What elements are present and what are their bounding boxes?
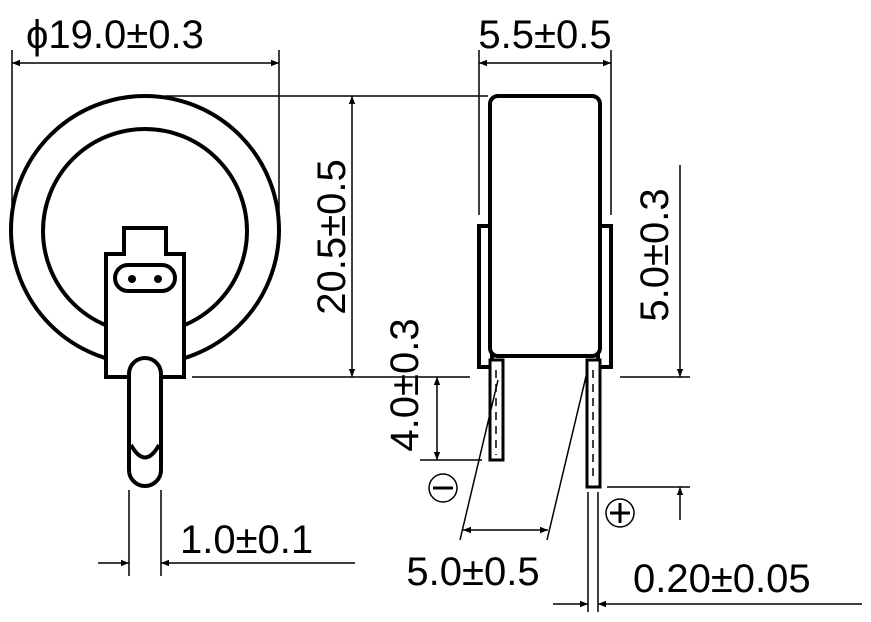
slot-dot: [128, 275, 136, 283]
front-view: ϕ19.0±0.3 20.5±0.5 1.0±0.1: [9, 13, 488, 576]
height-label: 20.5±0.5: [310, 159, 354, 314]
negative-lead: [488, 358, 505, 462]
thickness-label: 0.20±0.05: [633, 557, 811, 601]
extension-line: [459, 379, 499, 541]
pin-lead: [127, 356, 163, 488]
terminal-tab: [104, 226, 186, 379]
positive-symbol-icon: [605, 498, 635, 528]
slot-dot: [154, 275, 162, 283]
cell-body: [488, 94, 602, 358]
extension-line: [546, 367, 589, 541]
neg-lead-label: 4.0±0.3: [383, 318, 427, 451]
pin-width-label: 1.0±0.1: [180, 518, 313, 562]
tab-slot: [113, 263, 177, 293]
positive-lead: [585, 358, 602, 489]
side-view: 5.5±0.5 4.0±0.3 5.0±0.3 5.0±0.5 0.20±0.0: [383, 13, 862, 612]
diameter-label: ϕ19.0±0.3: [26, 13, 204, 57]
pos-lead-label: 5.0±0.3: [633, 188, 677, 321]
negative-symbol-icon: [428, 473, 458, 503]
pitch-label: 5.0±0.5: [406, 550, 539, 594]
pin-lead-tip: [129, 443, 161, 460]
width-label: 5.5±0.5: [478, 13, 611, 57]
